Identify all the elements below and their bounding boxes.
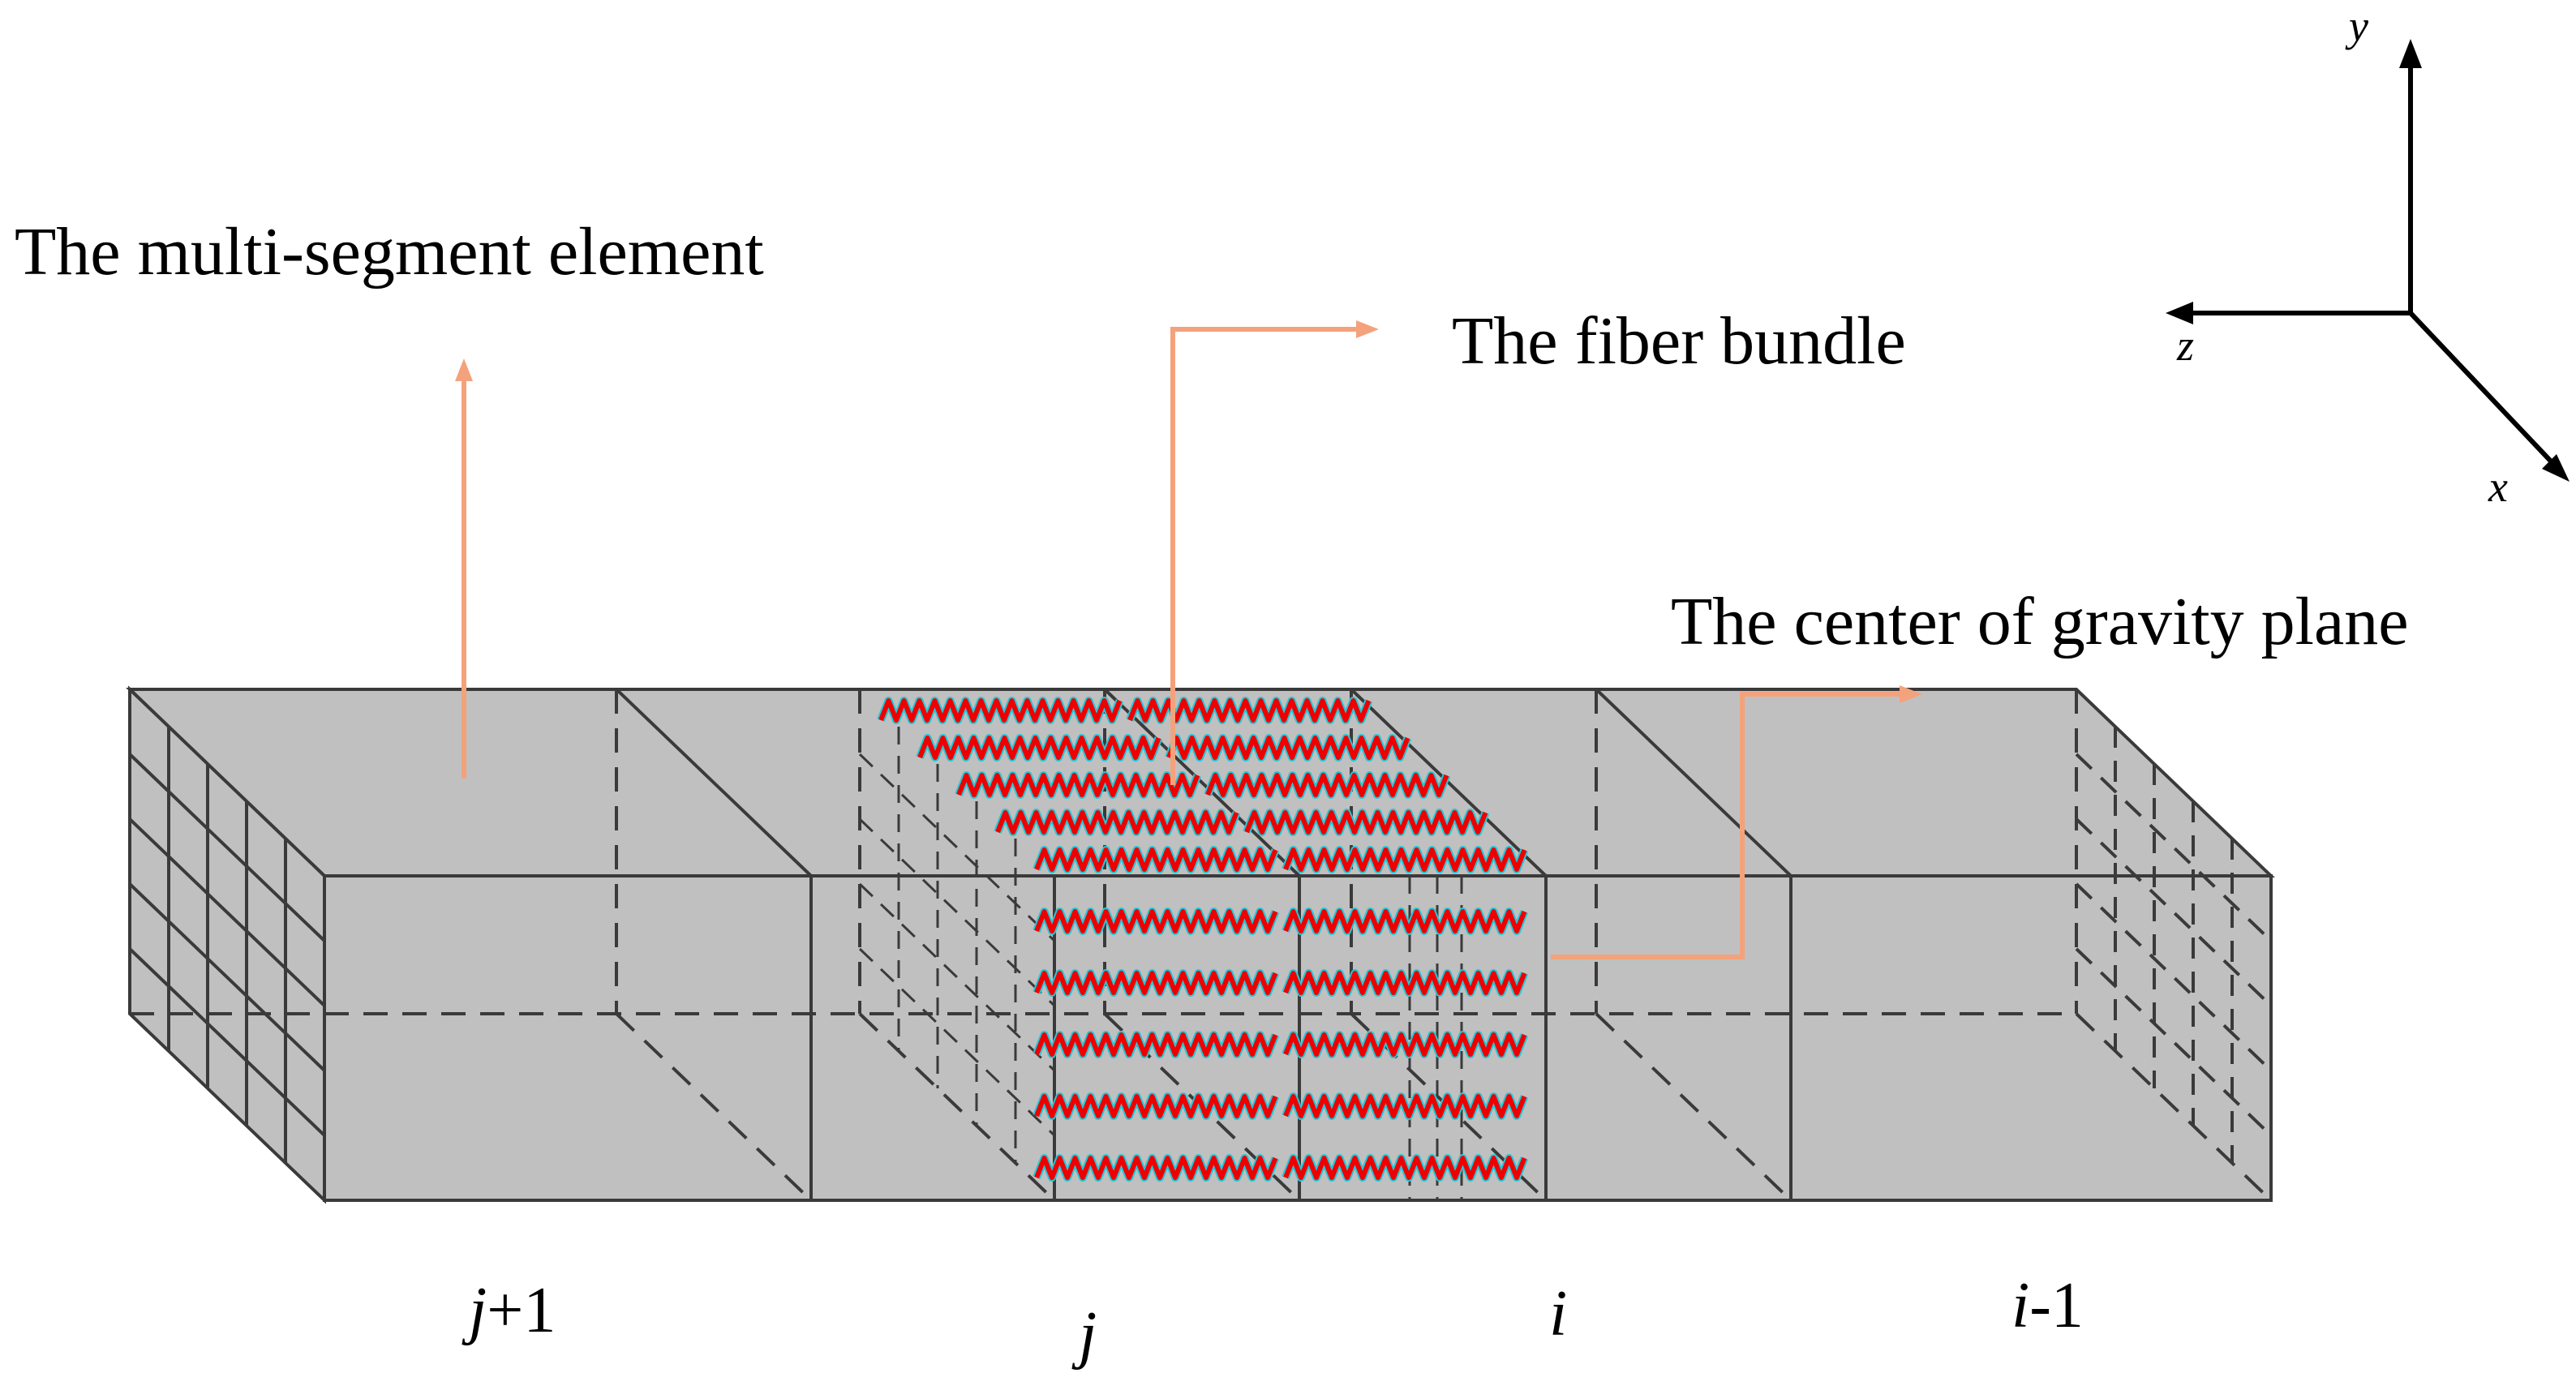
fiber-spring	[1283, 971, 1527, 995]
fiber-spring	[1283, 909, 1527, 933]
coordinate-axes	[2182, 57, 2557, 468]
fiber-bundle	[877, 697, 1529, 1182]
gravity-label: The center of gravity plane	[1671, 584, 2409, 659]
left-face-grid	[128, 727, 326, 1163]
index-label-j: j	[1071, 1299, 1097, 1371]
fiber-spring	[995, 810, 1239, 835]
element-label: The multi-segment element	[15, 214, 764, 290]
fiber-leader-arrowhead	[1356, 320, 1379, 338]
fiber-label: The fiber bundle	[1452, 303, 1906, 379]
y-axis-label: y	[2345, 2, 2368, 50]
fiber-spring	[1034, 971, 1278, 995]
fiber-leader	[1170, 327, 1363, 785]
fiber-spring	[1034, 1032, 1278, 1057]
z-axis-label: z	[2176, 321, 2194, 370]
fiber-spring	[1166, 736, 1410, 760]
z-arrow-icon	[2166, 302, 2193, 324]
gravity-leader-arrowhead	[1900, 685, 1922, 703]
fiber-spring	[1034, 1094, 1278, 1118]
fiber-spring	[1244, 810, 1488, 835]
fiber-spring	[1034, 847, 1278, 872]
index-label-i-minus-1: i-1	[2011, 1270, 2084, 1341]
fiber-spring	[956, 773, 1200, 797]
top-face-divisions	[615, 688, 1792, 878]
fiber-spring	[1127, 698, 1372, 723]
fiber-spring	[1283, 1156, 1527, 1180]
right-end-grid	[2075, 727, 2273, 1163]
index-label-i: i	[1549, 1278, 1567, 1350]
y-arrow-icon	[2399, 39, 2422, 68]
fiber-spring	[1283, 847, 1527, 872]
fiber-spring	[1283, 1032, 1527, 1057]
fiber-spring	[1034, 909, 1278, 933]
multi-segment-box	[126, 685, 2275, 1204]
fiber-spring	[878, 698, 1123, 723]
x-axis-label: x	[2488, 462, 2508, 511]
x-arrow-icon	[2542, 454, 2570, 482]
x-axis	[2408, 311, 2557, 468]
fiber-spring	[1283, 1094, 1527, 1118]
fiber-spring	[1034, 1156, 1278, 1180]
axis-arrowheads	[2166, 39, 2570, 482]
leader-lines	[455, 320, 1922, 959]
fiber-spring	[917, 736, 1161, 760]
index-label-j-plus-1: j+1	[462, 1275, 556, 1346]
fiber-spring	[1205, 773, 1449, 797]
gravity-leader	[1551, 692, 1906, 959]
element-leader-arrowhead	[455, 358, 473, 381]
